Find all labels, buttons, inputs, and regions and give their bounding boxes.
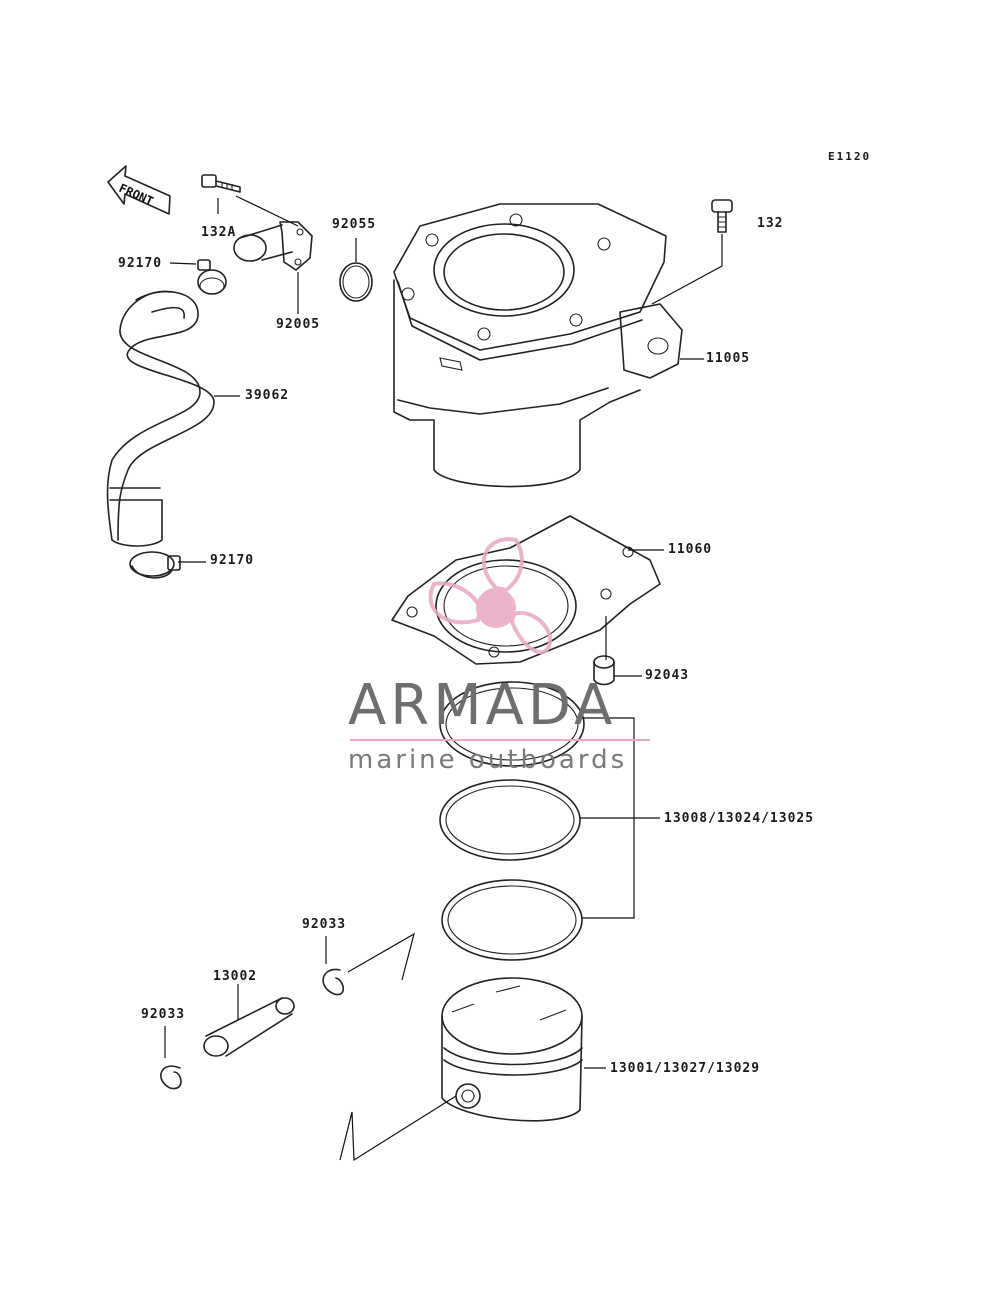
bolt-132a-icon [201, 174, 241, 193]
label-13001-13027-13029: 13001/13027/13029 [610, 1061, 761, 1076]
water-hose-icon [106, 290, 215, 547]
dowel-pin-icon [593, 655, 615, 686]
leader-lines [164, 195, 723, 1162]
watermark-title: ARMADA [348, 673, 617, 738]
hose-clamp-top-icon [197, 259, 227, 295]
o-ring-92055-icon [339, 262, 373, 302]
label-11060: 11060 [668, 542, 713, 557]
label-13008-13024-13025: 13008/13024/13025 [664, 811, 815, 826]
armada-logo-icon [428, 537, 553, 655]
label-92055: 92055 [332, 217, 377, 232]
front-arrow-icon: FRONT [107, 165, 171, 215]
circlip-right-icon [322, 968, 345, 996]
label-132: 132 [757, 216, 784, 231]
diagram-code: E1120 [828, 150, 872, 163]
label-132a: 132A [201, 225, 237, 240]
piston-icon [441, 977, 583, 1122]
watermark-divider [350, 739, 650, 741]
watermark-subtitle: marine outboards [348, 745, 628, 775]
circlip-left-icon [160, 1065, 182, 1090]
label-92033-right: 92033 [302, 917, 347, 932]
water-outlet-fitting-icon [233, 221, 313, 271]
cylinder-block-icon [393, 203, 683, 488]
label-11005: 11005 [706, 351, 751, 366]
label-92005: 92005 [276, 317, 321, 332]
label-92033-left: 92033 [141, 1007, 186, 1022]
label-13002: 13002 [213, 969, 258, 984]
piston-pin-icon [203, 997, 295, 1057]
hose-clamp-bottom-icon [129, 551, 181, 579]
label-92170-bottom: 92170 [210, 553, 255, 568]
cylinder-base-gasket-icon [391, 515, 661, 665]
bolt-132-icon [711, 199, 733, 233]
piston-rings-icon [439, 681, 585, 961]
label-39062: 39062 [245, 388, 290, 403]
label-92170-top: 92170 [118, 256, 163, 271]
front-arrow-text: FRONT [117, 181, 156, 208]
label-92043: 92043 [645, 668, 690, 683]
